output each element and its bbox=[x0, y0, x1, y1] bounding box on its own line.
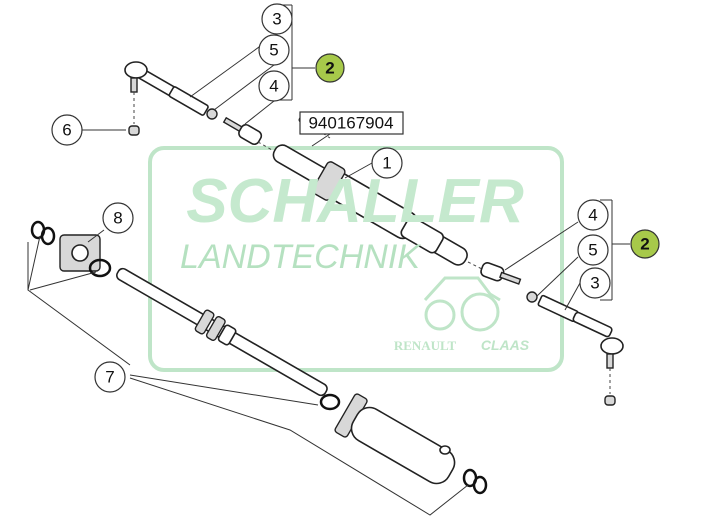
callout-5-right[interactable]: 5 bbox=[577, 234, 609, 266]
svg-text:2: 2 bbox=[640, 235, 649, 254]
steering-cylinder bbox=[272, 115, 468, 266]
watermark-claas: CLAAS bbox=[481, 337, 530, 353]
svg-text:4: 4 bbox=[588, 206, 597, 225]
callout-4-right[interactable]: 4 bbox=[577, 199, 609, 231]
watermark: RENAULT CLAAS bbox=[148, 146, 564, 372]
svg-text:1: 1 bbox=[382, 154, 391, 173]
washer-left bbox=[206, 108, 218, 120]
tractor-icon bbox=[423, 276, 501, 332]
tie-rod-right bbox=[467, 261, 624, 406]
svg-text:2: 2 bbox=[325, 59, 334, 78]
callout-8[interactable]: 8 bbox=[102, 202, 134, 234]
callout-7[interactable]: 7 bbox=[94, 361, 126, 393]
lower-cylinder bbox=[30, 220, 488, 495]
watermark-renault: RENAULT bbox=[394, 338, 457, 353]
watermark-subtitle: LANDTECHNIK bbox=[180, 238, 421, 276]
leader-lines bbox=[27, 4, 630, 516]
tie-rod-left bbox=[124, 61, 273, 151]
mounting-flange bbox=[59, 234, 101, 272]
nut-right bbox=[604, 395, 616, 406]
svg-text:6: 6 bbox=[62, 121, 71, 140]
callout-5-top[interactable]: 5 bbox=[258, 34, 290, 66]
watermark-frame bbox=[148, 146, 564, 372]
svg-text:7: 7 bbox=[105, 368, 114, 387]
callout-1[interactable]: 1 bbox=[371, 147, 403, 179]
part-number-label[interactable]: 940167904 bbox=[299, 111, 404, 135]
callout-4-top[interactable]: 4 bbox=[258, 70, 290, 102]
callout-2-assembly-right[interactable]: 2 bbox=[630, 229, 660, 259]
svg-text:3: 3 bbox=[272, 10, 281, 29]
callout-6[interactable]: 6 bbox=[51, 114, 83, 146]
callout-3-right[interactable]: 3 bbox=[579, 267, 611, 299]
svg-text:8: 8 bbox=[113, 209, 122, 228]
svg-text:3: 3 bbox=[590, 274, 599, 293]
callout-3-top[interactable]: 3 bbox=[261, 3, 293, 35]
callout-2-assembly-top[interactable]: 2 bbox=[315, 53, 345, 83]
svg-text:5: 5 bbox=[269, 41, 278, 60]
o-rings bbox=[30, 220, 488, 495]
svg-text:940167904: 940167904 bbox=[308, 114, 393, 133]
nut-left bbox=[128, 125, 140, 136]
svg-text:4: 4 bbox=[269, 77, 278, 96]
svg-text:5: 5 bbox=[588, 241, 597, 260]
